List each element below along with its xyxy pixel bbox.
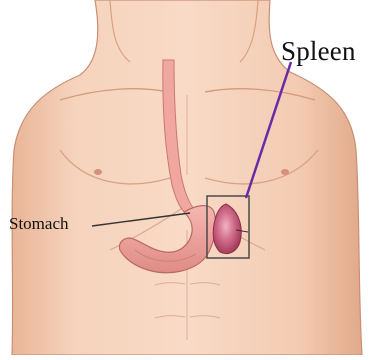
stomach-label: Stomach: [9, 214, 69, 234]
right-nipple: [281, 169, 289, 175]
spleen-label: Spleen: [281, 36, 356, 66]
left-nipple: [94, 169, 102, 175]
